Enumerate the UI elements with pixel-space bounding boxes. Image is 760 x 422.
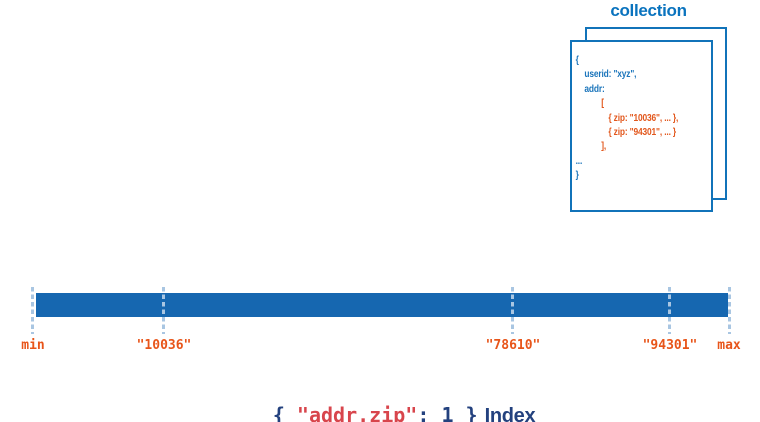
tick-label-78610: "78610": [485, 338, 541, 353]
tick-label-94301: "94301": [642, 338, 698, 353]
doc-line: [: [601, 97, 604, 110]
collection-title: collection: [610, 1, 687, 20]
doc-line: { zip: "94301", ... }: [608, 126, 677, 139]
doc-line: ],: [601, 140, 607, 153]
index-range-bar: [36, 293, 728, 317]
document-json: { userid: "xyz", addr: [ { zip: "10036",…: [574, 53, 710, 183]
tick-line-10036: [162, 287, 165, 334]
doc-line: { zip: "10036", ... },: [608, 111, 679, 124]
tick-line-max: [728, 287, 731, 334]
doc-line: addr:: [584, 82, 605, 95]
tick-label-min: min: [21, 338, 45, 353]
doc-line: userid: "xyz",: [584, 68, 637, 81]
doc-line: {: [575, 54, 579, 66]
collection-front-card: { userid: "xyz", addr: [ { zip: "10036",…: [570, 40, 713, 212]
tick-line-min: [31, 287, 34, 334]
doc-line: }: [575, 169, 579, 182]
tick-line-78610: [511, 287, 514, 334]
tick-line-94301: [668, 287, 671, 334]
caption-key: "addr.zip": [296, 403, 418, 422]
caption-colon: :: [417, 403, 442, 422]
doc-line: ...: [575, 154, 583, 167]
index-caption: { "addr.zip": 1 } Index: [0, 376, 760, 422]
caption-brace-close: }: [453, 403, 478, 422]
caption-value: 1: [441, 403, 454, 422]
tick-label-max: max: [717, 338, 741, 353]
caption-brace-open: {: [272, 403, 297, 422]
caption-index-label: Index: [484, 405, 536, 422]
tick-label-10036: "10036": [136, 338, 192, 353]
